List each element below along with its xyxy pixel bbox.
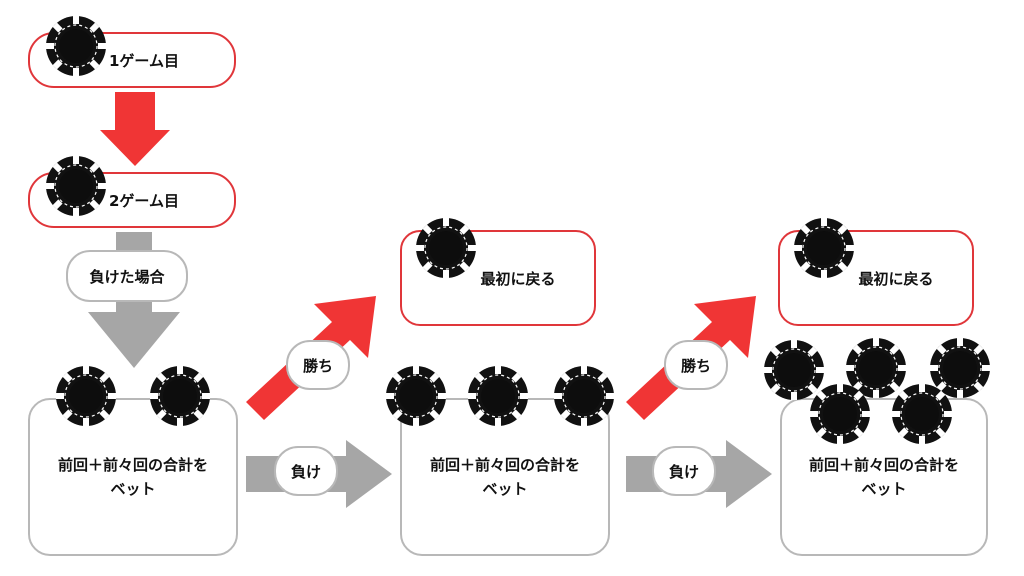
return-label: 最初に戻る [858, 269, 934, 288]
bet-text-line2: ベット [861, 480, 907, 498]
chip-icon [54, 364, 118, 428]
lose-label: 負け [274, 446, 338, 496]
bet-text-line1: 前回＋前々回の合計を [808, 456, 959, 474]
chip-icon [552, 364, 616, 428]
chip-icon [466, 364, 530, 428]
win-label: 勝ち [664, 340, 728, 390]
chip-icon [44, 154, 108, 218]
bet-text-line1: 前回＋前々回の合計を [429, 456, 580, 474]
bet-text-line1: 前回＋前々回の合計を [57, 456, 208, 474]
chip-icon [890, 382, 954, 446]
chip-icon [44, 14, 108, 78]
chip-icon [792, 216, 856, 280]
lose-label: 負け [652, 446, 716, 496]
game1-label: 1ゲーム目 [109, 51, 179, 70]
return-label: 最初に戻る [480, 269, 556, 288]
bet-text-line2: ベット [482, 480, 528, 498]
bet-box-1: 前回＋前々回の合計を ベット [28, 398, 238, 556]
game2-label: 2ゲーム目 [109, 191, 179, 210]
chip-icon [384, 364, 448, 428]
bet-text-line2: ベット [110, 480, 156, 498]
chip-icon [808, 382, 872, 446]
chip-icon [414, 216, 478, 280]
if-lose-label: 負けた場合 [66, 250, 188, 302]
win-label: 勝ち [286, 340, 350, 390]
chip-icon [148, 364, 212, 428]
red-down-arrow [100, 92, 170, 166]
